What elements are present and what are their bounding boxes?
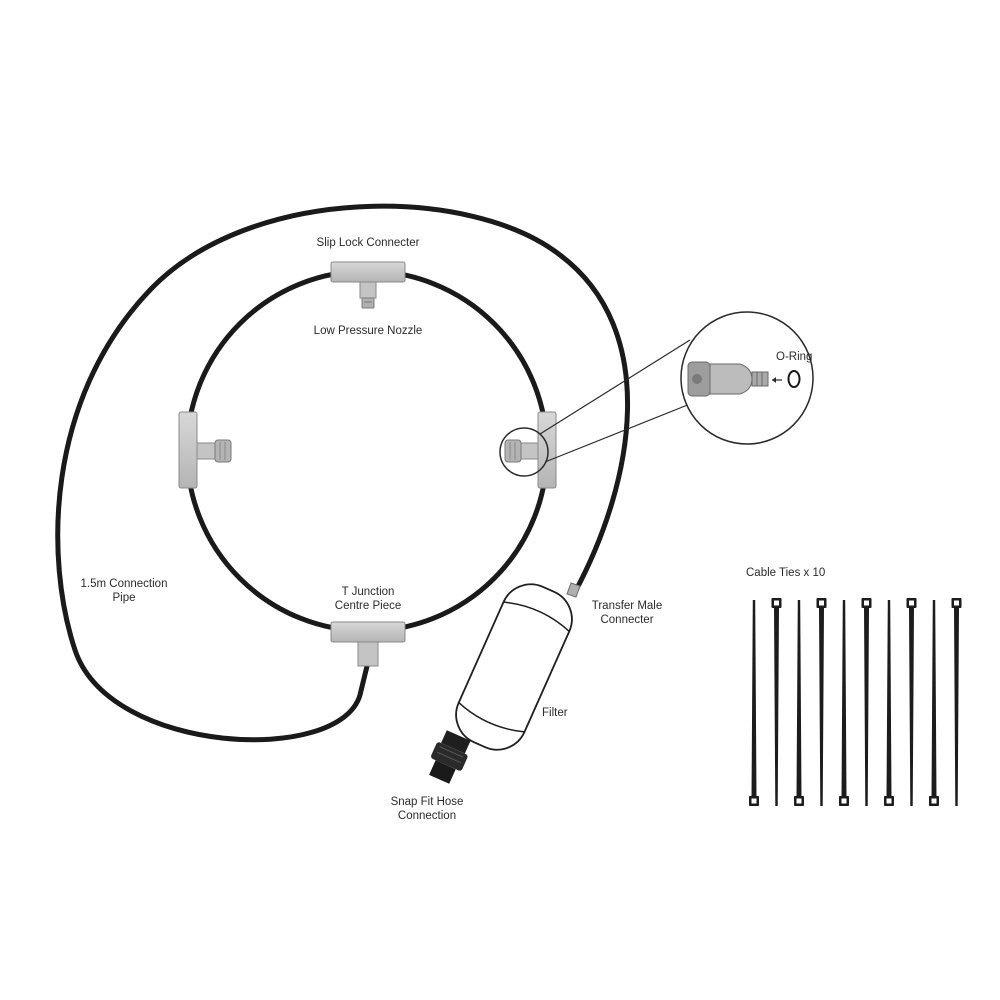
o-ring-icon (787, 370, 801, 388)
snap-fit-hose-connection (429, 730, 471, 784)
cable-tie (884, 600, 894, 806)
cable-ties-group (749, 598, 962, 806)
cable-tie (816, 598, 827, 806)
magnified-nozzle (687, 361, 769, 397)
cable-tie (749, 600, 759, 806)
transfer-label-line1: Transfer Male (591, 600, 663, 612)
pipe-label-line2: Pipe (112, 592, 136, 604)
right-connecter (504, 411, 557, 489)
left-connecter (178, 411, 232, 489)
low-pressure-nozzle (361, 297, 375, 309)
o-ring-label: O-Ring (776, 351, 813, 363)
nozzle-label: Low Pressure Nozzle (313, 325, 423, 337)
transfer-male-connecter (566, 582, 581, 598)
t-junction-label-line1: T Junction (341, 586, 395, 598)
cable-ties-label: Cable Ties x 10 (746, 567, 826, 579)
transfer-label-line2: Connecter (600, 614, 654, 626)
snap-fit-label-line1: Snap Fit Hose (390, 796, 464, 808)
cable-tie (794, 600, 804, 806)
cable-tie (861, 598, 872, 806)
filter-canister (455, 583, 573, 751)
filter-label: Filter (542, 707, 568, 719)
cable-tie (771, 598, 782, 806)
cable-tie (906, 598, 917, 806)
slip-lock-connecter (330, 261, 406, 299)
connection-pipe (55, 203, 631, 743)
pipe-label-line1: 1.5m Connection (80, 578, 168, 590)
cable-tie (839, 600, 849, 806)
t-junction-label-line2: Centre Piece (334, 600, 402, 612)
snap-fit-label-line2: Connection (397, 810, 457, 822)
t-junction-centre-piece (330, 621, 406, 667)
cable-tie (929, 600, 939, 806)
o-ring-arrow-icon (772, 377, 782, 383)
slip-lock-label: Slip Lock Connecter (316, 237, 420, 249)
cable-tie (951, 598, 962, 806)
